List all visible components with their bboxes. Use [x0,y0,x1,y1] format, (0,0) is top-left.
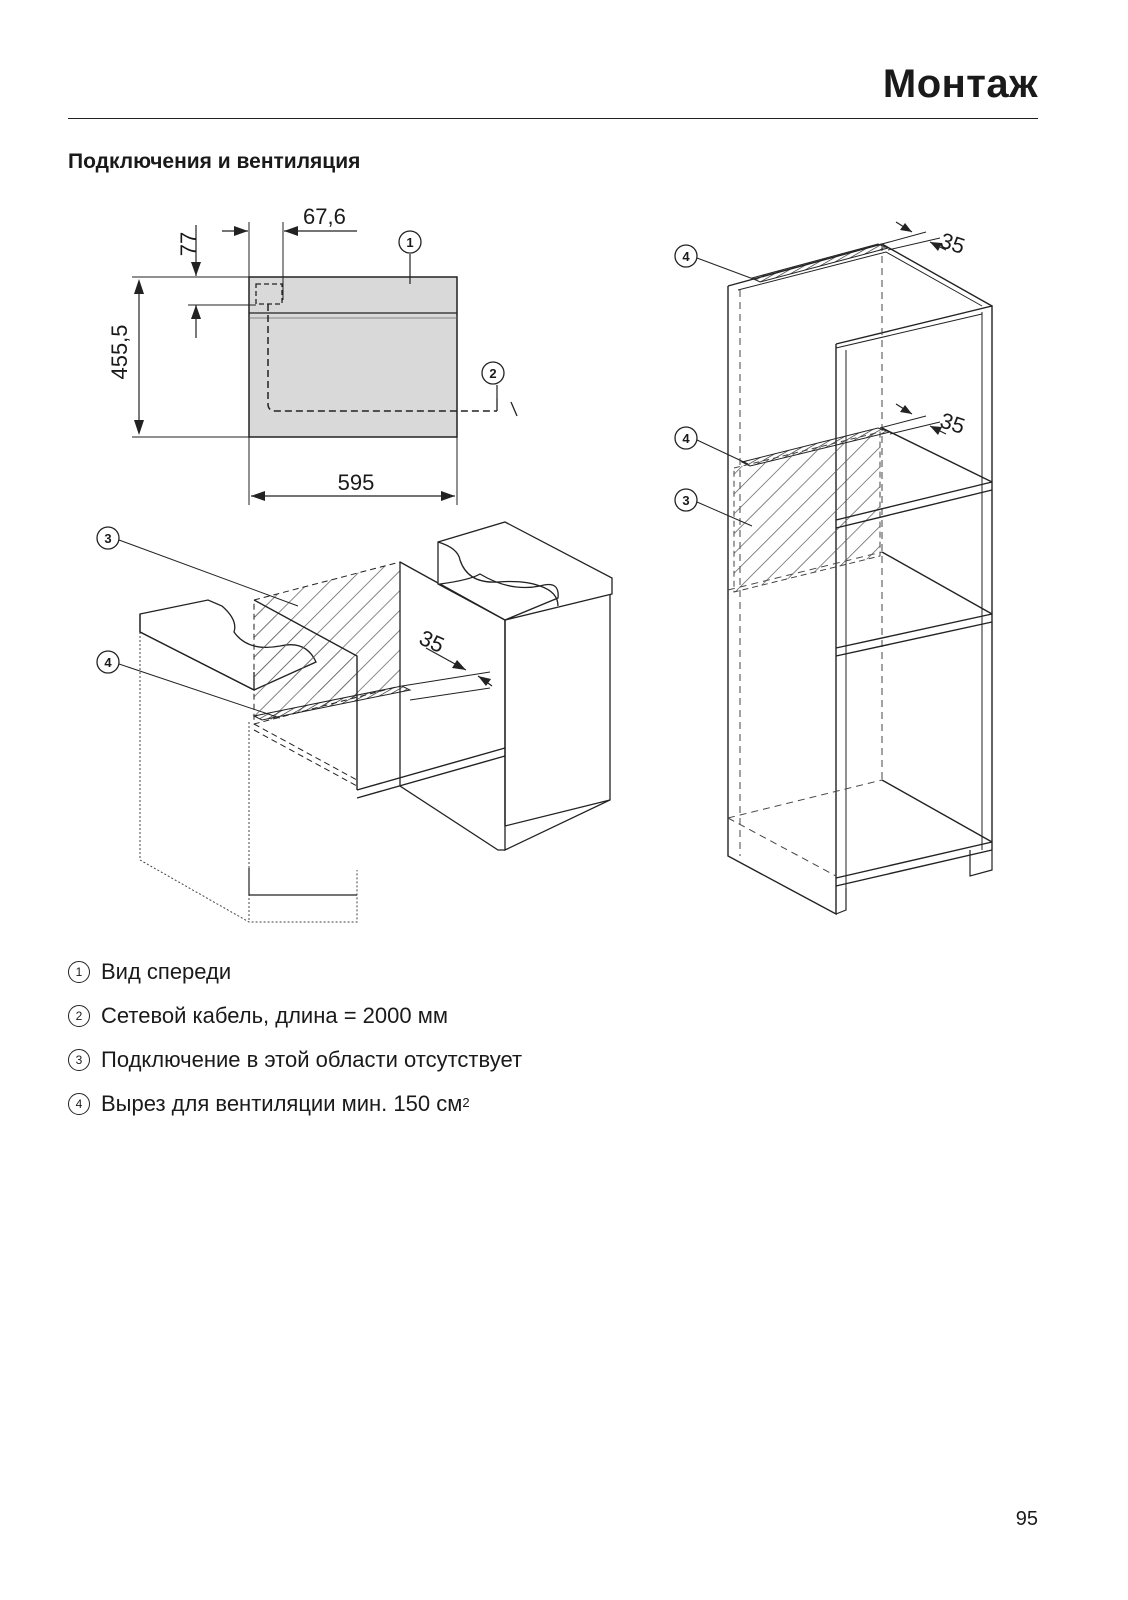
legend-number: 2 [68,1005,90,1027]
legend: 1 Вид спереди 2 Сетевой кабель, длина = … [68,950,522,1126]
tall-cabinet [674,221,993,916]
dim-455-5-label: 455,5 [107,324,132,379]
legend-text: Вырез для вентиляции мин. 150 см [101,1091,463,1116]
legend-item: 3 Подключение в этой области отсутствует [68,1038,522,1082]
dim-35-mid-label: 35 [937,408,968,439]
dim-595-label: 595 [338,470,375,495]
dim-67-6-label: 67,6 [303,204,346,229]
dim-35-top-label: 35 [937,228,968,259]
page-title: Монтаж [882,62,1038,106]
section-title: Подключения и вентиляция [68,150,361,173]
legend-item: 2 Сетевой кабель, длина = 2000 мм [68,994,522,1038]
legend-text: Подключение в этой области отсутствует [101,1047,523,1072]
callout-4-top-label: 4 [682,249,690,264]
legend-text: Сетевой кабель, длина = 2000 мм [101,1003,448,1028]
legend-superscript: 2 [462,1094,470,1110]
dim-77-label: 77 [176,232,201,256]
callout-4-mid-label: 4 [682,431,690,446]
legend-number: 3 [68,1049,90,1071]
callout-3-left-label: 3 [104,531,111,546]
legend-number: 1 [68,961,90,983]
callout-1-label: 1 [406,235,413,250]
callout-2-label: 2 [489,366,496,381]
callout-3-right-label: 3 [682,493,689,508]
legend-number: 4 [68,1093,90,1115]
callout-4-left-label: 4 [104,655,112,670]
legend-item: 1 Вид спереди [68,950,522,994]
front-view [132,222,518,505]
header-rule [68,118,1038,119]
legend-text: Вид спереди [101,959,232,984]
page-number: 95 [1015,1508,1038,1530]
dim-35-cabinet-label: 35 [416,625,449,658]
installation-diagram: 77 67,6 455,5 595 1 2 [96,204,993,923]
under-counter-cabinet [96,521,613,923]
